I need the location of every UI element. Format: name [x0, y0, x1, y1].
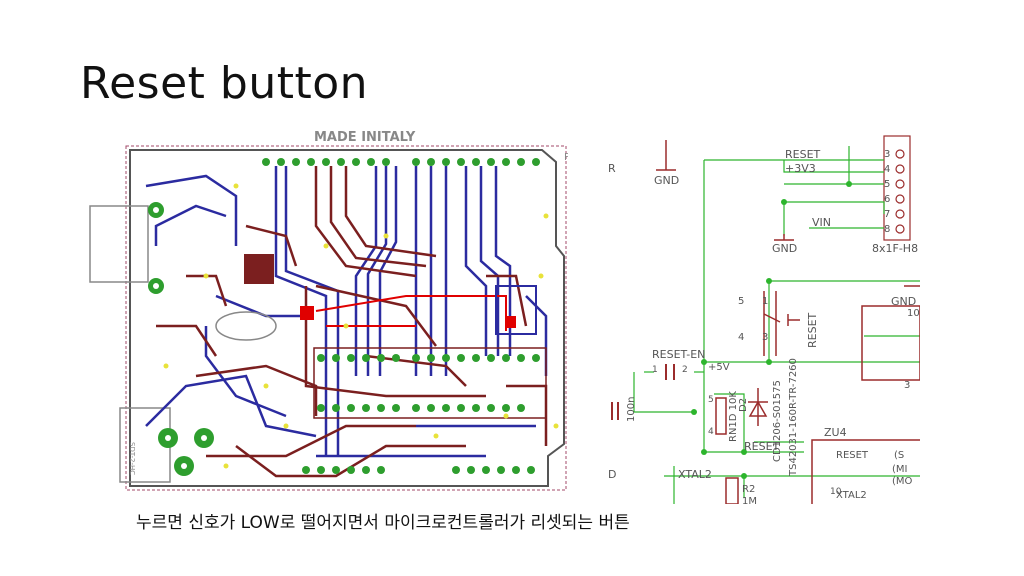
zu4-pin-10: 10: [830, 487, 842, 497]
capacitor-symbol: [665, 364, 675, 380]
svg-text:7: 7: [884, 209, 890, 220]
net-reset-en-label: RESET-EN: [652, 348, 705, 361]
pcb-layout-image: MADE INITALY P SDT-2-HC: [89, 130, 568, 491]
resistor-pin-5: 5: [708, 395, 714, 405]
mcu-chip-outline: [313, 347, 547, 419]
svg-text:5: 5: [738, 296, 744, 307]
top-header-pads: [262, 158, 540, 166]
net-reset-label: RESET: [785, 148, 821, 161]
zu4-mi-label: (MI: [892, 464, 907, 475]
zu4-reset-label: RESET: [836, 450, 869, 461]
resistor-name-label: RN1D 10K: [728, 391, 739, 442]
pcb-reset-switch: [495, 285, 537, 335]
svg-text:8: 8: [884, 224, 890, 235]
chip-pads-row-1: [317, 354, 540, 362]
zu4-xtal2-label: XTAL2: [836, 490, 867, 501]
gnd-label-1: GND: [654, 174, 679, 187]
large-pad-holes: [153, 207, 207, 469]
net-reset-label-2: RESET: [744, 440, 780, 453]
pcb-reset-switch-red: [506, 316, 516, 328]
gnd-symbols: [656, 140, 920, 287]
net-plus5v-label: +5V: [708, 362, 730, 373]
gnd-label-2: GND: [772, 242, 797, 255]
pcb-board-outline: [129, 149, 565, 487]
zu4-mo-label: (MO: [892, 476, 913, 487]
gnd-label-3: GND: [891, 295, 916, 308]
cap-pin-1: 1: [652, 365, 658, 375]
r2-value-label: 1M: [742, 496, 757, 504]
right-block-pin-3: 3: [904, 380, 910, 391]
diode-symbol: [748, 388, 768, 426]
diode-name-label: D2: [738, 398, 749, 412]
pcb-red-part: [300, 306, 314, 320]
right-block-pin-10: 10: [907, 308, 920, 319]
svg-text:5: 5: [884, 179, 890, 190]
resistor-rn1d: [715, 397, 727, 435]
power-jack-label: SDT-2-HC: [128, 442, 136, 475]
usb-connector: [89, 205, 149, 283]
switch-name-label: RESET: [806, 312, 819, 348]
resistor-pin-4: 4: [708, 427, 714, 437]
zu4-s-label: (S: [894, 450, 904, 461]
usb-ic: [244, 254, 274, 284]
top-copper-traces: [156, 166, 548, 478]
svg-text:4: 4: [738, 332, 744, 343]
chip-pads-row-2: [317, 404, 525, 412]
switch-part-label: TS42031-160R-TR-7260: [788, 358, 799, 477]
zu4-chip: [811, 439, 920, 504]
net-vin-label: VIN: [812, 216, 831, 229]
slide-title: Reset button: [80, 58, 369, 109]
resistor-r2: [725, 477, 739, 504]
net-3v3-label: +3V3: [785, 162, 816, 175]
edge-label-d: D: [608, 468, 616, 481]
svg-text:4: 4: [884, 164, 890, 175]
switch-pin-numbers: 5 1 4 3: [738, 296, 768, 343]
pcb-silk-label: MADE INITALY: [314, 130, 416, 145]
red-traces: [315, 295, 507, 331]
cap-value-label: 100n: [626, 397, 637, 422]
cap-2-symbol: [611, 402, 619, 420]
cap-pin-2: 2: [682, 365, 688, 375]
svg-text:3: 3: [762, 332, 768, 343]
diode-part-label: CD1206-S01575: [772, 380, 783, 462]
header-pins: [895, 149, 905, 234]
zu4-label: ZU4: [824, 426, 847, 439]
svg-text:3: 3: [884, 149, 890, 160]
pcb-corner-mark: P: [564, 152, 568, 163]
header-part-label: 8x1F-H8: [872, 242, 918, 255]
reset-switch-symbol: [763, 291, 800, 356]
header-connector: [883, 135, 911, 241]
right-block: [861, 305, 920, 381]
net-xtal2-label: XTAL2: [678, 468, 712, 481]
vias: [163, 183, 559, 469]
schematic-image: 3 4 5 6 7 8 GN: [608, 135, 920, 504]
edge-label-r: R: [608, 162, 616, 175]
bottom-header-pads: [302, 466, 535, 474]
slide-caption: 누르면 신호가 LOW로 떨어지면서 마이크로컨트롤러가 리셋되는 버튼: [136, 513, 630, 533]
svg-text:1: 1: [762, 296, 768, 307]
header-pin-numbers: 3 4 5 6 7 8: [884, 149, 890, 235]
svg-text:6: 6: [884, 194, 890, 205]
crystal: [215, 311, 277, 341]
schematic-nets: [633, 146, 920, 504]
schematic-junctions: [691, 181, 852, 479]
r2-name-label: R2: [742, 484, 755, 495]
